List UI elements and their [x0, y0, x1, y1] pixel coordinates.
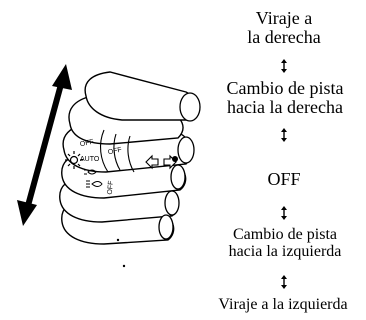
position-label-line: Viraje a la izquierda: [218, 296, 348, 313]
switch-marking-off-bottom: OFF: [106, 180, 115, 195]
position-label-line: Cambio de pista: [226, 78, 344, 98]
position-label-line: la derecha: [247, 26, 321, 47]
position-label-lane-change-left: Cambio de pista hacia la izquierda: [206, 226, 364, 261]
position-label-line: hacia la izquierda: [228, 242, 342, 260]
small-updown-arrow-icon: [281, 275, 287, 289]
sun-icon: [65, 151, 83, 169]
small-updown-arrow-icon: [281, 59, 287, 73]
switch-marking-auto: AUTO: [80, 156, 100, 163]
position-label-line: hacia la derecha: [227, 96, 343, 117]
position-label-line: Cambio de pista: [233, 226, 337, 243]
position-label-turn-left: Viraje a la izquierda: [200, 296, 366, 314]
parking-light-icon: [84, 169, 97, 175]
small-updown-arrow-icon: [281, 128, 287, 142]
headlight-icon: [86, 180, 103, 188]
position-label-off: OFF: [214, 170, 354, 189]
position-label-line: OFF: [267, 169, 301, 189]
position-label-turn-right: Viraje a la derecha: [214, 9, 354, 47]
position-label-lane-change-right: Cambio de pista hacia la derecha: [204, 79, 366, 117]
small-updown-arrow-icon: [281, 206, 287, 220]
position-label-line: Viraje a: [255, 8, 313, 28]
double-arrow-icon: [17, 64, 72, 226]
